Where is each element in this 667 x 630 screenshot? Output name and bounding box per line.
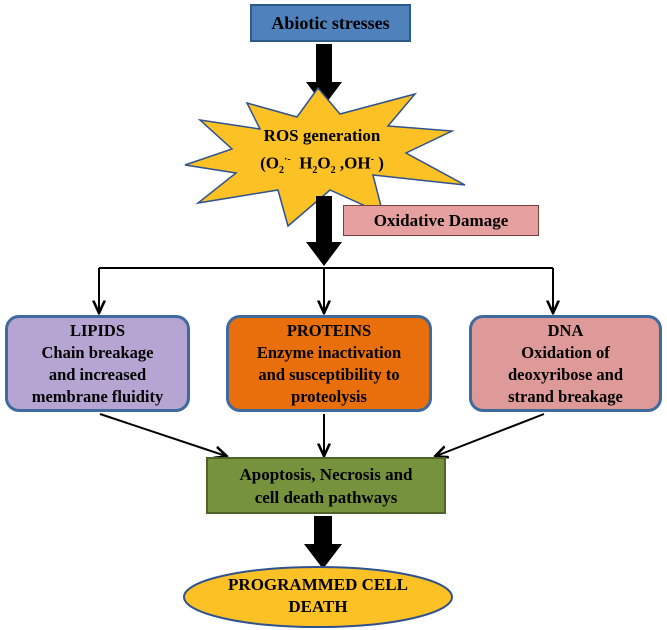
ros-formula-o-sub: 2 <box>279 165 285 177</box>
apoptosis-line-1: Apoptosis, Necrosis and <box>239 464 413 484</box>
lipids-line-1: Chain breakage <box>41 342 154 362</box>
lipids-line-3: membrane fluidity <box>31 386 164 406</box>
dna-line-2: deoxyribose and <box>507 364 624 384</box>
ros-formula-h-sub: 2 <box>312 165 318 177</box>
proteins-box: PROTEINS Enzyme inactivation and suscept… <box>226 315 432 412</box>
converging-arrows <box>99 413 545 456</box>
ros-formula-o: O <box>317 154 331 174</box>
ros-formula-close: ) <box>378 154 384 174</box>
abiotic-stresses-box: Abiotic stresses <box>250 4 411 42</box>
oxidative-damage-box: Oxidative Damage <box>343 205 539 236</box>
dna-line-3: strand breakage <box>508 386 623 406</box>
dna-line-1: Oxidation of <box>521 342 610 362</box>
oxidative-damage-label: Oxidative Damage <box>373 210 509 230</box>
ros-formula: (O2·- H2O2 ,OH- ) <box>260 148 384 183</box>
pcd-line-2: DEATH <box>288 597 348 616</box>
proteins-line-2: and susceptibility to <box>258 364 400 384</box>
pcd-ellipse <box>183 566 453 628</box>
ros-formula-o-sup: ·- <box>284 154 291 166</box>
lipids-line-2: and increased <box>48 364 147 384</box>
pcd-line-1: PROGRAMMED CELL <box>228 575 408 594</box>
proteins-line-3: proteolysis <box>291 386 367 406</box>
ros-formula-oh-sup: - <box>370 154 374 166</box>
dna-box: DNA Oxidation of deoxyribose and strand … <box>469 315 662 412</box>
ros-title: ROS generation <box>263 126 381 146</box>
ros-formula-h: H <box>299 154 313 174</box>
lipids-box: LIPIDS Chain breakage and increased memb… <box>5 315 190 412</box>
ros-formula-oh: ,OH <box>339 154 371 174</box>
ros-generation-label: ROS generation (O2·- H2O2 ,OH- ) <box>212 126 432 183</box>
thick-arrow-ros-to-split <box>306 196 342 266</box>
apoptosis-box: Apoptosis, Necrosis and cell death pathw… <box>206 457 446 514</box>
ros-formula-open: (O <box>260 154 280 174</box>
abiotic-stresses-label: Abiotic stresses <box>271 12 390 33</box>
programmed-cell-death-label: PROGRAMMED CELL DEATH <box>184 565 452 627</box>
ros-formula-o2-sub: 2 <box>330 165 336 177</box>
apoptosis-line-2: cell death pathways <box>254 487 398 507</box>
proteins-line-1: Enzyme inactivation <box>256 342 402 362</box>
lipids-title: LIPIDS <box>69 320 126 340</box>
thick-arrow-apoptosis-to-pcd <box>304 516 342 569</box>
proteins-title: PROTEINS <box>286 320 372 340</box>
branch-connectors <box>99 267 553 312</box>
dna-title: DNA <box>547 320 584 340</box>
